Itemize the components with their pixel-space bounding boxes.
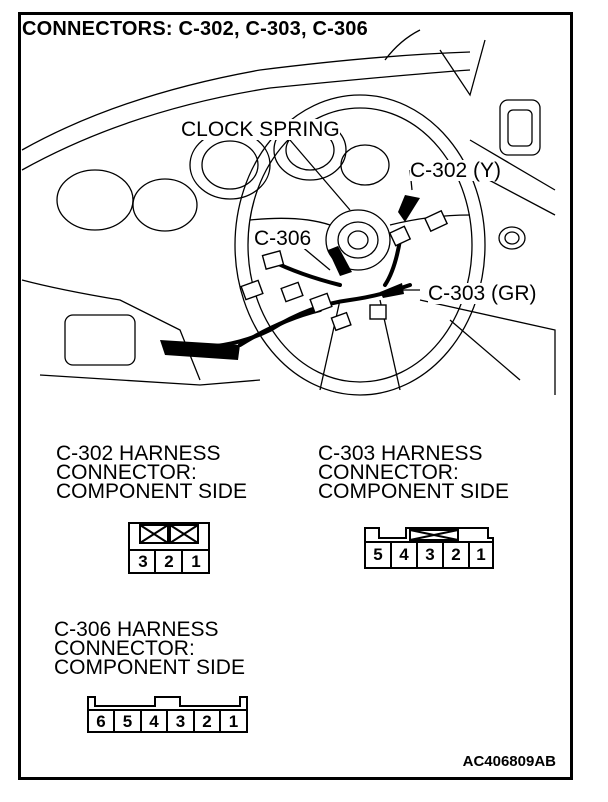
callout-c303: C-303 (GR): [428, 282, 537, 305]
c302-label-block: C-302 HARNESS CONNECTOR: COMPONENT SIDE: [56, 442, 247, 503]
c302-pin: 1: [191, 552, 201, 571]
c306-pin: 3: [175, 712, 186, 731]
c302-label-line2: CONNECTOR:: [56, 461, 197, 484]
c303-label-block: C-303 HARNESS CONNECTOR: COMPONENT SIDE: [318, 442, 509, 503]
c306-pin: 5: [122, 712, 133, 731]
c306-label-block: C-306 HARNESS CONNECTOR: COMPONENT SIDE: [54, 618, 245, 679]
c302-pin: 2: [164, 552, 174, 571]
c306-pin: 6: [96, 712, 106, 731]
c302-pin: 3: [138, 552, 148, 571]
callout-clock-spring: CLOCK SPRING: [181, 118, 340, 141]
c306-label-line3: COMPONENT SIDE: [54, 656, 245, 679]
c302-connector-face: [128, 522, 210, 574]
c303-pin: 1: [476, 545, 486, 564]
c306-pin: 1: [228, 712, 239, 731]
c303-label-line2: CONNECTOR:: [318, 461, 459, 484]
c303-pin: 5: [373, 545, 383, 564]
c303-pin: 3: [425, 545, 435, 564]
c306-pin: 4: [149, 712, 159, 731]
c303-label-line1: C-303 HARNESS: [318, 442, 483, 465]
callout-c302: C-302 (Y): [410, 159, 502, 182]
figure-frame: [18, 12, 573, 780]
c303-label-line3: COMPONENT SIDE: [318, 480, 509, 503]
c303-pin: 2: [451, 545, 461, 564]
c302-label-line1: C-302 HARNESS: [56, 442, 221, 465]
c303-pin: 4: [399, 545, 409, 564]
page-title: CONNECTORS: C-302, C-303, C-306: [22, 18, 368, 40]
c302-label-line3: COMPONENT SIDE: [56, 480, 247, 503]
figure-code: AC406809AB: [462, 753, 556, 770]
c306-label-line2: CONNECTOR:: [54, 637, 195, 660]
c306-label-line1: C-306 HARNESS: [54, 618, 219, 641]
callout-c306: C-306: [254, 227, 312, 250]
c306-connector-face: [87, 696, 248, 733]
c306-pin: 2: [202, 712, 212, 731]
c303-connector-face: [364, 527, 494, 569]
